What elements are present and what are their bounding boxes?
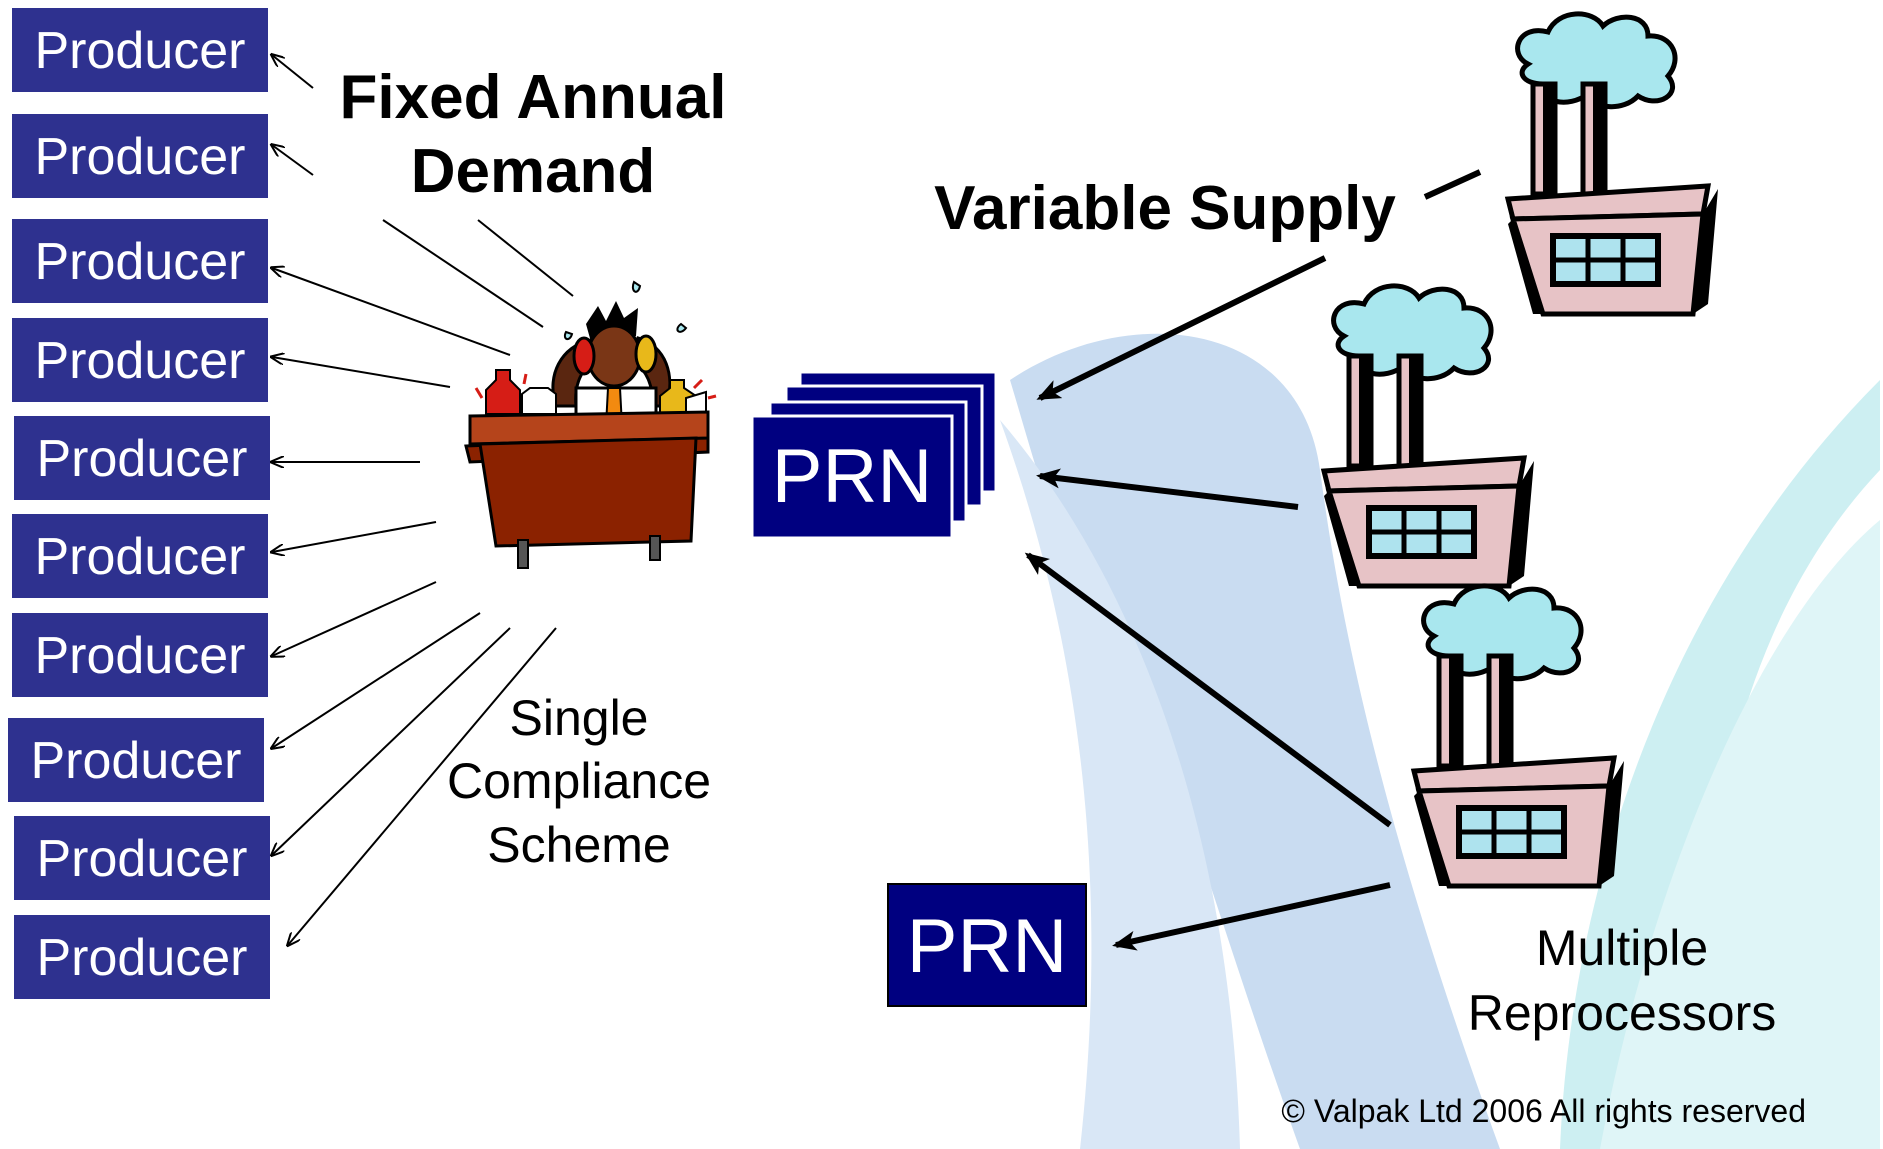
arrow-to-producer-8 <box>272 612 481 748</box>
fixed-demand-title-line1: Fixed Annual <box>340 63 727 132</box>
arrow-to-producer-2 <box>272 145 314 176</box>
producer-box: Producer <box>12 613 268 697</box>
producer-label: Producer <box>35 233 246 291</box>
demand-line-1 <box>382 219 544 328</box>
prn-stack-card-front <box>750 414 954 540</box>
arrow-to-producer-6 <box>272 521 437 552</box>
reprocessors-label-line2: Reprocessors <box>1468 985 1776 1041</box>
prn-single-box <box>887 883 1087 1007</box>
arrow-factory2-to-prn <box>1036 468 1299 510</box>
arrow-to-producer-7 <box>272 581 437 656</box>
producer-label: Producer <box>35 332 246 390</box>
producer-list: ProducerProducerProducerProducerProducer… <box>8 8 270 999</box>
supply-arrows <box>1024 169 1482 951</box>
arrow-factory1-to-prn <box>1036 255 1327 401</box>
producer-label: Producer <box>35 22 246 80</box>
stressed-office-worker-icon <box>464 280 717 569</box>
producer-box-bg <box>12 318 268 402</box>
demand-line-2 <box>477 219 574 297</box>
producer-label: Producer <box>31 732 242 790</box>
supply-dash <box>1423 169 1482 200</box>
producer-box-bg <box>12 219 268 303</box>
producer-box-bg <box>14 816 270 900</box>
prn-single-label: PRN <box>907 904 1067 989</box>
producer-label: Producer <box>35 627 246 685</box>
fixed-demand-title-line2: Demand <box>411 137 656 206</box>
producer-box: Producer <box>14 416 270 500</box>
producer-label: Producer <box>35 128 246 186</box>
reprocessors-label-line1: Multiple <box>1536 920 1708 976</box>
factory-icon <box>1508 14 1718 314</box>
arrow-to-producer-4 <box>272 357 451 388</box>
factory-icon <box>1324 286 1534 586</box>
background-swooshes <box>1000 333 1880 1149</box>
arrow-to-producer-1 <box>272 55 314 89</box>
producer-box: Producer <box>12 114 268 198</box>
producer-box: Producer <box>12 219 268 303</box>
swoosh-blue-lower <box>1000 420 1240 1149</box>
producer-box-bg <box>12 8 268 92</box>
producer-label: Producer <box>35 528 246 586</box>
arrow-factory3-to-single-prn <box>1112 882 1391 951</box>
scheme-label-line3: Scheme <box>487 817 670 873</box>
demand-arrows <box>272 55 574 945</box>
producer-label: Producer <box>37 830 248 888</box>
scheme-label-line2: Compliance <box>447 753 711 809</box>
producer-box-bg <box>14 416 270 500</box>
arrow-to-producer-3 <box>272 268 511 356</box>
producer-box-bg <box>8 718 264 802</box>
arrow-to-producer-10 <box>288 627 557 945</box>
producer-label: Producer <box>37 430 248 488</box>
arrow-to-producer-9 <box>272 627 511 855</box>
variable-supply-title: Variable Supply <box>934 174 1396 243</box>
scheme-label-line1: Single <box>510 690 649 746</box>
producer-box-bg <box>12 514 268 598</box>
producer-box-bg <box>12 613 268 697</box>
producer-box: Producer <box>14 915 270 999</box>
producer-box: Producer <box>8 718 264 802</box>
producer-box: Producer <box>12 514 268 598</box>
prn-single: PRN <box>887 883 1087 1007</box>
arrow-factory3-to-prn <box>1024 552 1392 828</box>
swoosh-cyan-wide <box>1600 520 1880 1149</box>
producer-box-bg <box>12 114 268 198</box>
prn-stack: PRN <box>750 370 998 540</box>
prn-stack-label: PRN <box>772 434 932 519</box>
producer-label: Producer <box>37 929 248 987</box>
producer-box: Producer <box>14 816 270 900</box>
producer-box: Producer <box>12 8 268 92</box>
producer-box-bg <box>14 915 270 999</box>
swoosh-blue <box>1010 333 1500 1149</box>
copyright-notice: © Valpak Ltd 2006 All rights reserved <box>1281 1093 1806 1129</box>
producer-box: Producer <box>12 318 268 402</box>
factory-icon <box>1414 586 1624 886</box>
